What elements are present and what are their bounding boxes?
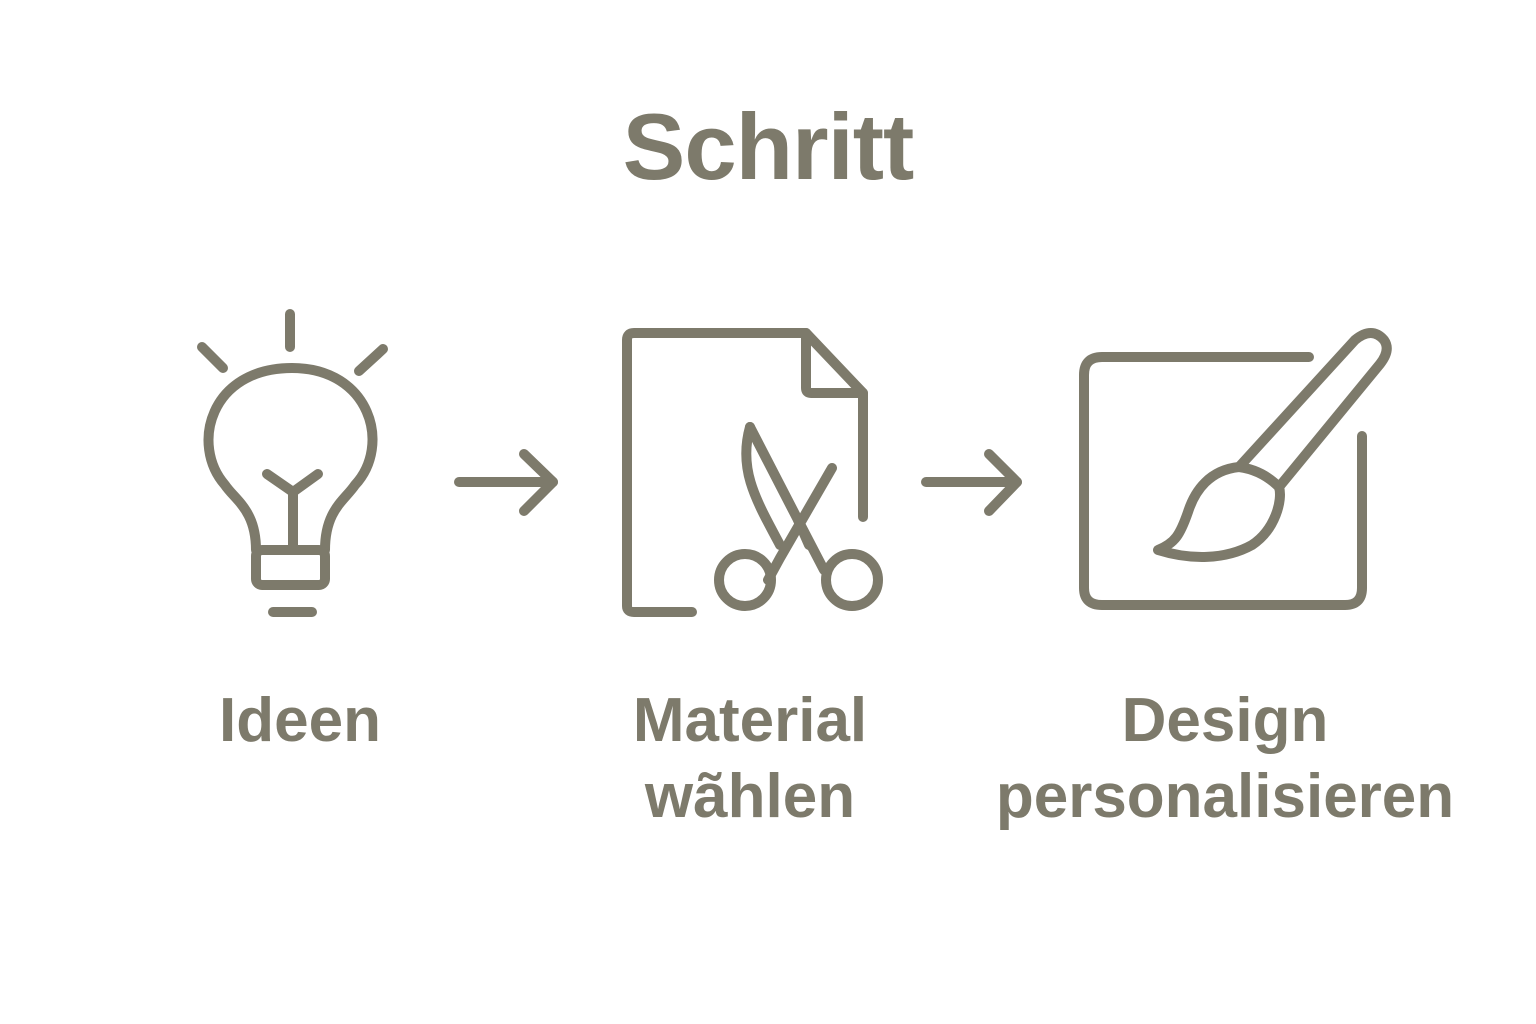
diagram-title: Schritt <box>622 94 915 199</box>
brush-head <box>1153 462 1285 562</box>
step-label-line: Material <box>632 686 868 755</box>
canvas-paintbrush-icon <box>1079 328 1392 610</box>
step-label-material: Material wãhlen <box>580 683 920 835</box>
lightbulb-icon <box>197 309 388 617</box>
step-label-line: personalisieren <box>995 762 1455 831</box>
document-scissors-icon <box>622 328 883 617</box>
brush-ferrule <box>1234 462 1284 492</box>
scissors-blade <box>741 422 785 550</box>
step-label-line: Design <box>1121 686 1329 755</box>
step-label-design: Design personalisieren <box>985 683 1465 835</box>
step-label-line: Ideen <box>219 686 381 755</box>
step-label-line: wãhlen <box>644 762 856 831</box>
brush-handle <box>1234 328 1392 492</box>
arrow-right-icon <box>454 449 558 516</box>
step-label-ideen: Ideen <box>150 683 450 759</box>
arrow-right-icon <box>921 449 1022 516</box>
